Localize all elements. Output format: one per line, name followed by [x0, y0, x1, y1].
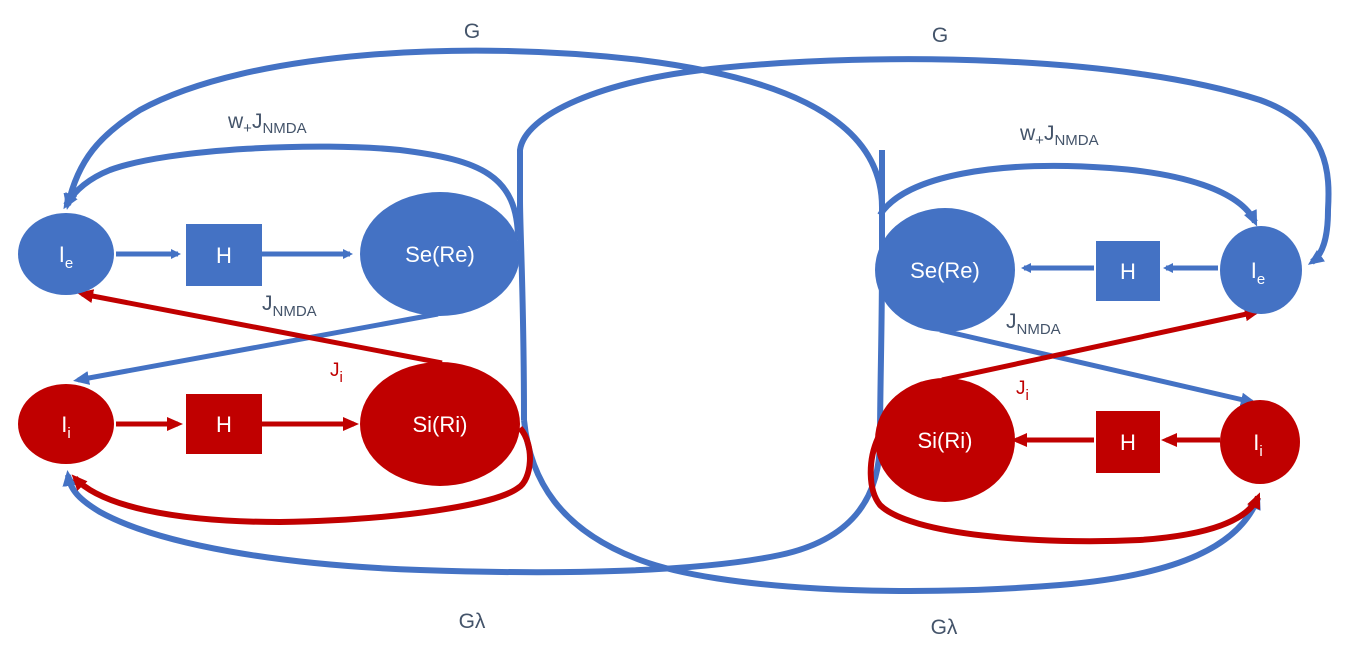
- node-h-inh-left-label: H: [216, 412, 232, 437]
- node-si-left-label: Si(Ri): [413, 412, 468, 437]
- label-g-right: G: [932, 24, 948, 47]
- label-glambda-left: Gλ: [459, 610, 486, 633]
- edge-glambda-left: [62, 439, 883, 576]
- node-h-exc-right-label: H: [1120, 259, 1136, 284]
- node-ie-left-label: Ie: [59, 242, 73, 272]
- node-si-left: [360, 362, 520, 486]
- edge-center-left-vertical: [517, 150, 527, 421]
- edge-si-to-ie-right: [941, 307, 1261, 383]
- node-ii-left: [18, 384, 114, 464]
- node-se-left: [360, 192, 520, 316]
- node-se-right-label: Se(Re): [910, 258, 980, 283]
- edge-red-loop-right: [867, 436, 1261, 545]
- edge-si-to-ie-left: [77, 289, 443, 366]
- edge-g-right-to-ie-right: [517, 56, 1332, 265]
- edge-g-left-to-ie-left: [63, 47, 885, 210]
- edge-se-to-ii-right: [939, 327, 1257, 407]
- node-se-right: [875, 208, 1015, 332]
- node-ie-left: [18, 213, 114, 295]
- node-si-right: [875, 378, 1015, 502]
- edge-se-to-ii-left: [73, 311, 439, 385]
- label-glambda-right: Gλ: [931, 616, 958, 639]
- label-g-left: G: [464, 20, 480, 43]
- node-h-exc-left: [186, 224, 262, 286]
- edge-glambda-right: [521, 419, 1261, 594]
- node-si-right-label: Si(Ri): [918, 428, 973, 453]
- label-ji-left: Ji: [330, 360, 343, 386]
- node-ie-right-label: Ie: [1251, 258, 1265, 288]
- node-se-left-label: Se(Re): [405, 242, 475, 267]
- edge-wj-left: [63, 143, 521, 241]
- label-wj-left: w+JNMDA: [227, 110, 307, 137]
- label-jnmda-left: JNMDA: [262, 292, 317, 320]
- edge-red-loop-left: [71, 426, 533, 526]
- node-h-exc-left-label: H: [216, 243, 232, 268]
- node-h-inh-right-label: H: [1120, 430, 1136, 455]
- node-ii-right: [1220, 400, 1300, 484]
- label-ji-right: Ji: [1016, 378, 1029, 404]
- node-ie-right: [1220, 226, 1302, 314]
- label-wj-right: w+JNMDA: [1019, 122, 1099, 149]
- node-ii-right-label: Ii: [1253, 430, 1262, 460]
- node-h-exc-right: [1096, 241, 1160, 301]
- node-ii-left-label: Ii: [61, 412, 70, 442]
- node-h-inh-left: [186, 394, 262, 454]
- label-jnmda-right: JNMDA: [1006, 310, 1061, 338]
- node-h-inh-right: [1096, 411, 1160, 473]
- edge-wj-right: [877, 162, 1258, 227]
